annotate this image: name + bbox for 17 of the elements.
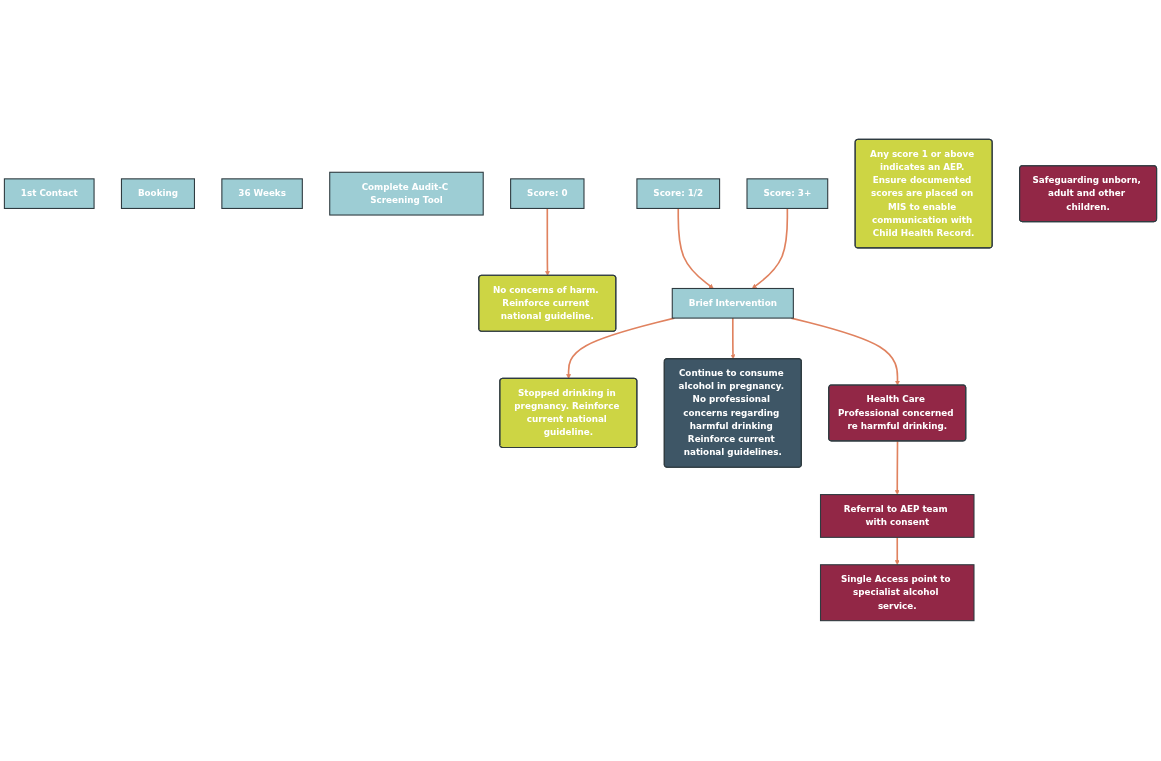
node-box: Score: 1/2 bbox=[636, 178, 721, 210]
arrow bbox=[894, 440, 900, 496]
node-box: 1st Contact bbox=[3, 178, 95, 210]
arrow bbox=[677, 208, 714, 290]
node-box: 36 Weeks bbox=[221, 178, 303, 210]
arrow bbox=[545, 208, 550, 277]
node-box: Single Access point to specialist alcohol service. bbox=[819, 564, 975, 622]
arrow bbox=[894, 537, 900, 566]
node-box: Complete Audit-C Screening Tool bbox=[329, 172, 484, 217]
node-box: Referral to AEP team with consent bbox=[819, 494, 975, 539]
node-box: Score: 0 bbox=[510, 178, 585, 210]
arrow bbox=[790, 317, 900, 386]
node-box: Score: 3+ bbox=[746, 178, 829, 210]
arrow bbox=[730, 317, 736, 360]
node-box: Booking bbox=[120, 178, 195, 210]
arrow bbox=[751, 208, 789, 290]
node-box: Brief Intervention bbox=[671, 288, 794, 320]
